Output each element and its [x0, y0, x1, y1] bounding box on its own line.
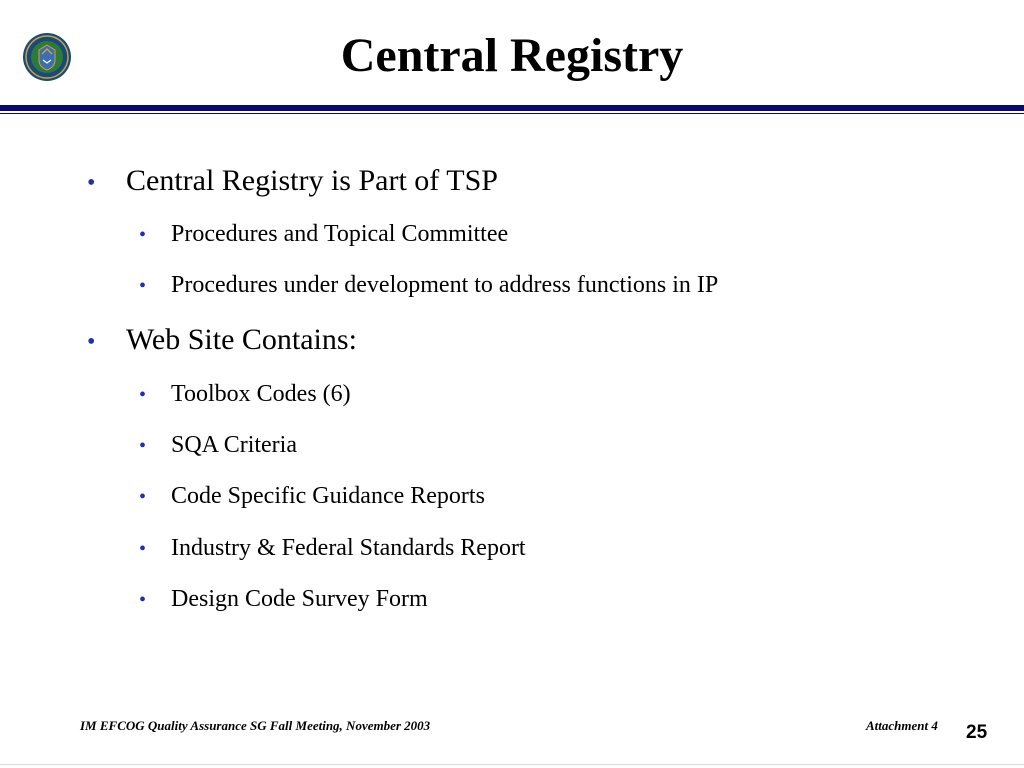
page-number: 25: [966, 722, 988, 743]
bullet-dot: •: [139, 275, 147, 297]
bullet-dot: •: [139, 486, 147, 508]
bullet-item: • SQA Criteria: [139, 430, 297, 461]
bullet-item: • Code Specific Guidance Reports: [139, 481, 485, 512]
bullet-dot: •: [139, 589, 147, 611]
footer-meeting: IM EFCOG Quality Assurance SG Fall Meeti…: [80, 718, 431, 733]
slide-title: Central Registry: [340, 29, 684, 82]
bullet-text: Web Site Contains:: [126, 323, 357, 356]
bullet-item: • Industry & Federal Standards Report: [139, 533, 526, 564]
footer-rule: [0, 764, 1024, 765]
bullet-dot: •: [139, 538, 147, 560]
bullet-item: • Procedures under development to addres…: [139, 270, 718, 301]
bullet-text: Central Registry is Part of TSP: [126, 164, 498, 197]
bullet-dot: •: [139, 224, 147, 246]
bullet-dot: •: [139, 384, 147, 406]
bullet-item: • Design Code Survey Form: [139, 584, 428, 615]
bullet-text: Industry & Federal Standards Report: [171, 535, 526, 561]
bullet-dot: •: [87, 329, 96, 355]
header-rule: [0, 105, 1024, 111]
bullet-dot: •: [139, 435, 147, 457]
bullet-item: • Toolbox Codes (6): [139, 379, 351, 410]
bullet-text: Procedures and Topical Committee: [171, 221, 509, 247]
bullet-dot: •: [87, 170, 96, 196]
bullet-item: • Central Registry is Part of TSP: [87, 163, 498, 201]
bullet-text: Code Specific Guidance Reports: [171, 483, 485, 509]
bullet-text: Toolbox Codes (6): [171, 381, 351, 407]
doe-seal-icon: [23, 33, 71, 81]
bullet-text: Procedures under development to address …: [171, 272, 719, 298]
footer-attachment: Attachment 4: [866, 718, 938, 733]
bullet-item: • Web Site Contains:: [87, 322, 357, 360]
header-rule-thin: [0, 113, 1024, 114]
bullet-text: Design Code Survey Form: [171, 586, 428, 612]
bullet-text: SQA Criteria: [171, 432, 297, 458]
bullet-item: • Procedures and Topical Committee: [139, 219, 508, 250]
